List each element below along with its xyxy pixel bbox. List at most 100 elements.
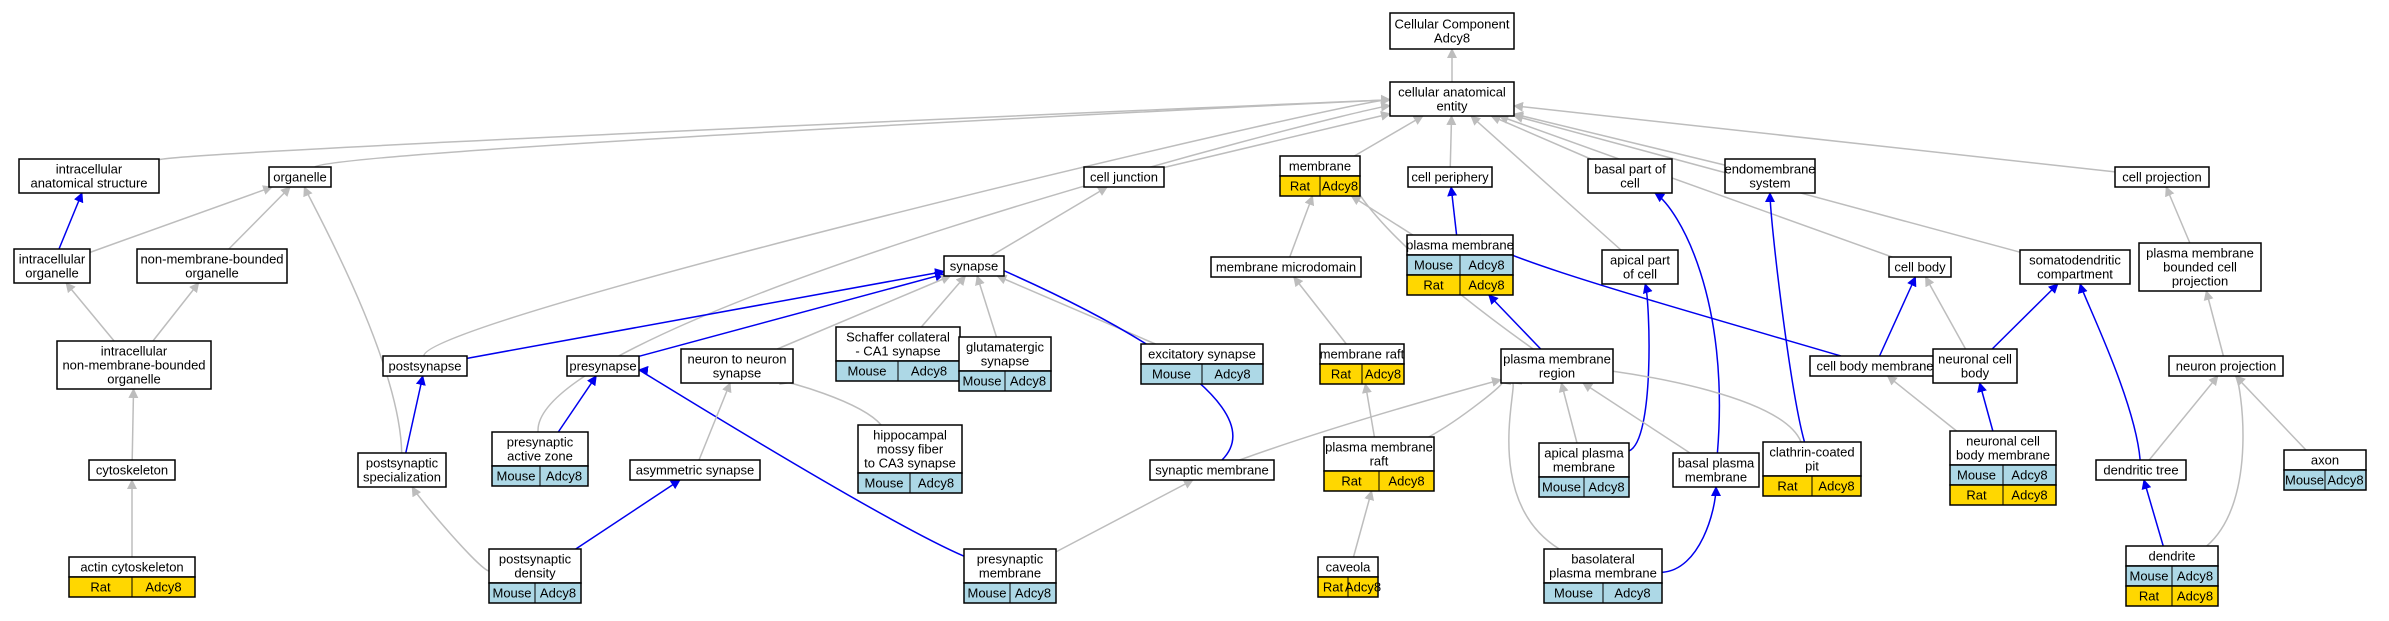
edge-dendtree-to-neuronproj	[2148, 375, 2219, 461]
node-label-line: compartment	[2037, 267, 2113, 282]
node-presynapse[interactable]: presynapse	[566, 355, 640, 377]
node-label-line: cell body	[1894, 260, 1946, 275]
node-label-line: specialization	[363, 470, 441, 485]
node-label-line: cell projection	[2122, 170, 2202, 185]
node-dendtree[interactable]: dendritic tree	[2095, 459, 2187, 481]
edge-membrane-to-cae	[1353, 115, 1424, 157]
gene-label: Adcy8	[918, 476, 954, 491]
gene-label: Adcy8	[2011, 468, 2047, 483]
gene-label: Adcy8	[1214, 367, 1250, 382]
node-memmicro[interactable]: membrane microdomain	[1210, 256, 1362, 278]
node-box	[136, 248, 288, 284]
node-celljunction[interactable]: cell junction	[1083, 166, 1165, 188]
node-box	[1407, 166, 1493, 188]
gene-label: Adcy8	[1015, 586, 1051, 601]
node-box	[13, 248, 91, 284]
species-label: Mouse	[962, 374, 1001, 389]
edge-ncbm-to-cbmembrane	[1886, 375, 1958, 432]
gene-label: Adcy8	[1010, 374, 1046, 389]
edge-neuronproj-to-pmbcp	[2203, 290, 2225, 357]
node-label-line: basal plasma	[1678, 456, 1755, 471]
node-synmem[interactable]: synaptic membrane	[1149, 459, 1275, 481]
node-label-line: membrane	[1289, 159, 1351, 174]
gene-label: Adcy8	[1818, 479, 1854, 494]
node-inmbo[interactable]: intracellularnon-membrane-boundedorganel…	[56, 340, 212, 390]
node-label-line: membrane raft	[1320, 347, 1405, 362]
edge-postsynapse-to-cae	[423, 94, 1391, 357]
node-cytoskeleton[interactable]: cytoskeleton	[88, 459, 176, 481]
node-label-line: region	[1539, 366, 1575, 381]
node-label-line: pit	[1805, 459, 1819, 474]
edge-preaz-to-cae	[537, 101, 1391, 433]
species-label: Rat	[1966, 488, 1987, 503]
gene-label: Adcy8	[1365, 367, 1401, 382]
species-tag-outline	[958, 370, 1052, 392]
edge-basalpm-to-pmregion	[1582, 382, 1691, 454]
node-cbmembrane[interactable]: cell body membrane	[1809, 355, 1941, 377]
node-cellperiphery[interactable]: cell periphery	[1407, 166, 1493, 188]
species-label: Mouse	[1414, 258, 1453, 273]
node-box	[2019, 249, 2131, 285]
node-neuronproj[interactable]: neuron projection	[2168, 355, 2284, 377]
node-cellprojection[interactable]: cell projection	[2114, 166, 2210, 188]
node-label-line: Cellular Component	[1395, 17, 1510, 32]
edge-inmbo-to-nmbo	[152, 282, 200, 342]
node-label-line: anatomical structure	[30, 176, 147, 191]
node-label-line: cell	[1620, 176, 1640, 191]
gene-label: Adcy8	[1614, 586, 1650, 601]
node-cellbody[interactable]: cell body	[1888, 256, 1952, 278]
edge-clathrin-to-pmregion	[1603, 365, 1802, 443]
node-label-line: glutamatergic	[966, 340, 1045, 355]
node-postsynapse[interactable]: postsynapse	[382, 355, 468, 377]
node-box	[958, 336, 1052, 372]
species-tag-outline	[1317, 576, 1379, 598]
species-tag-outline	[963, 582, 1057, 604]
gene-label: Adcy8	[1468, 278, 1504, 293]
edge-dendtree-to-somato	[2077, 283, 2141, 461]
edge-intraorg-to-organelle	[89, 185, 274, 254]
node-synapse[interactable]: synapse	[943, 255, 1005, 277]
node-asymmetric[interactable]: asymmetric synapse	[629, 459, 761, 481]
edge-synapse-to-celljunction	[990, 186, 1109, 257]
edge-memmicro-to-membrane	[1289, 195, 1315, 258]
node-organelle[interactable]: organelle	[268, 166, 332, 188]
